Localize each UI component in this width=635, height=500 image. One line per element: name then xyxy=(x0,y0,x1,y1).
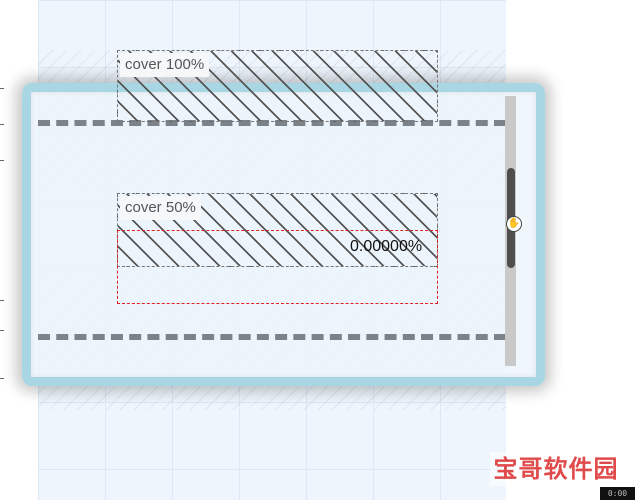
side-tick xyxy=(0,300,4,301)
video-timer: 0:00 xyxy=(600,487,635,500)
top-boundary-dashed-line xyxy=(38,120,506,126)
watermark-logo: 宝哥软件园 xyxy=(490,452,622,486)
side-tick xyxy=(0,88,4,89)
hand-grab-cursor-icon: ✋ xyxy=(506,216,522,232)
side-tick xyxy=(0,124,4,125)
target-element-outline xyxy=(117,230,438,304)
side-tick xyxy=(0,330,4,331)
visibility-percentage: 0.00000% xyxy=(350,238,423,255)
cover-50-label: cover 50% xyxy=(120,196,201,220)
side-tick xyxy=(0,378,4,379)
cover-100-box: cover 100% xyxy=(117,50,438,122)
bottom-boundary-dashed-line xyxy=(38,334,506,340)
side-tick xyxy=(0,160,4,161)
cover-100-label: cover 100% xyxy=(120,53,210,77)
